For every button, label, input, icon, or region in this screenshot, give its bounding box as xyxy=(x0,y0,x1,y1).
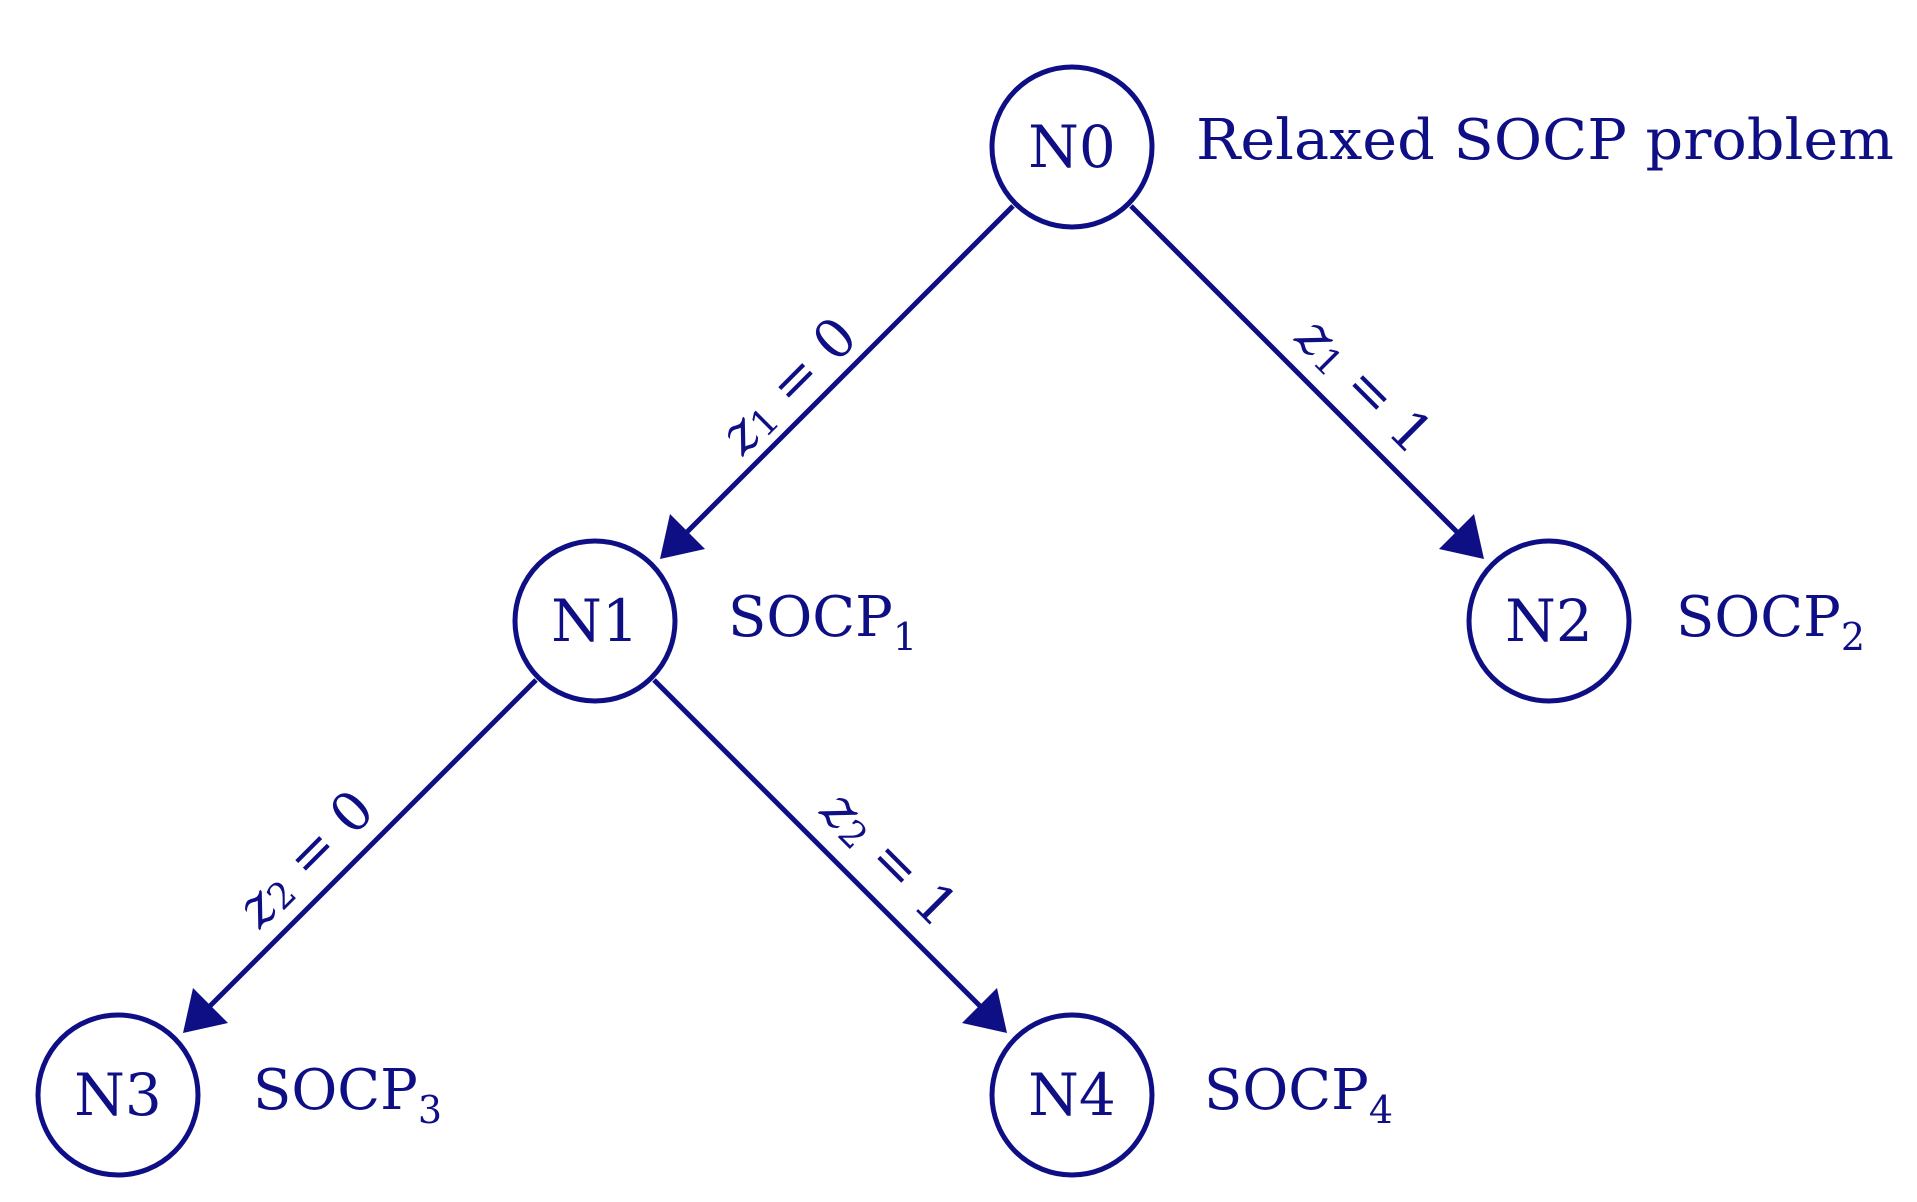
node-n2: N2 xyxy=(1466,538,1632,704)
arrowhead-icon xyxy=(1439,514,1484,559)
arrowhead-icon xyxy=(183,988,228,1033)
edge-line xyxy=(1129,204,1465,540)
node-n1-side-label: SOCP1 xyxy=(728,585,917,660)
node-n3-side-label: SOCP3 xyxy=(253,1058,442,1133)
node-n1: N1 xyxy=(512,538,678,704)
edge-line xyxy=(202,678,538,1014)
node-circle xyxy=(35,1012,201,1178)
edge-label-n1-n3: z2 = 0 xyxy=(224,777,386,939)
node-label: N0 xyxy=(1028,113,1116,181)
edge-n0-n1 xyxy=(660,204,1015,559)
node-n4: N4 xyxy=(989,1012,1155,1178)
edge-n0-n2 xyxy=(1129,204,1484,559)
edge-line xyxy=(679,204,1015,540)
node-circle xyxy=(989,1012,1155,1178)
edge-label-n0-n1: z1 = 0 xyxy=(707,304,869,466)
edge-line xyxy=(652,678,988,1014)
node-label: N1 xyxy=(551,587,639,655)
arrowhead-icon xyxy=(660,514,705,559)
node-n0: N0 xyxy=(989,64,1155,230)
arrowhead-icon xyxy=(962,988,1007,1033)
node-circle xyxy=(1466,538,1632,704)
node-circle xyxy=(989,64,1155,230)
node-n0-side-label: Relaxed SOCP problem xyxy=(1196,108,1894,173)
node-n4-side-label: SOCP4 xyxy=(1204,1058,1393,1133)
edge-n1-n3 xyxy=(183,678,538,1033)
node-label: N3 xyxy=(74,1061,162,1129)
node-circle xyxy=(512,538,678,704)
node-label: N4 xyxy=(1028,1061,1116,1129)
edge-n1-n4 xyxy=(652,678,1007,1033)
node-n2-side-label: SOCP2 xyxy=(1676,585,1865,660)
node-label: N2 xyxy=(1505,587,1593,655)
node-n3: N3 xyxy=(35,1012,201,1178)
